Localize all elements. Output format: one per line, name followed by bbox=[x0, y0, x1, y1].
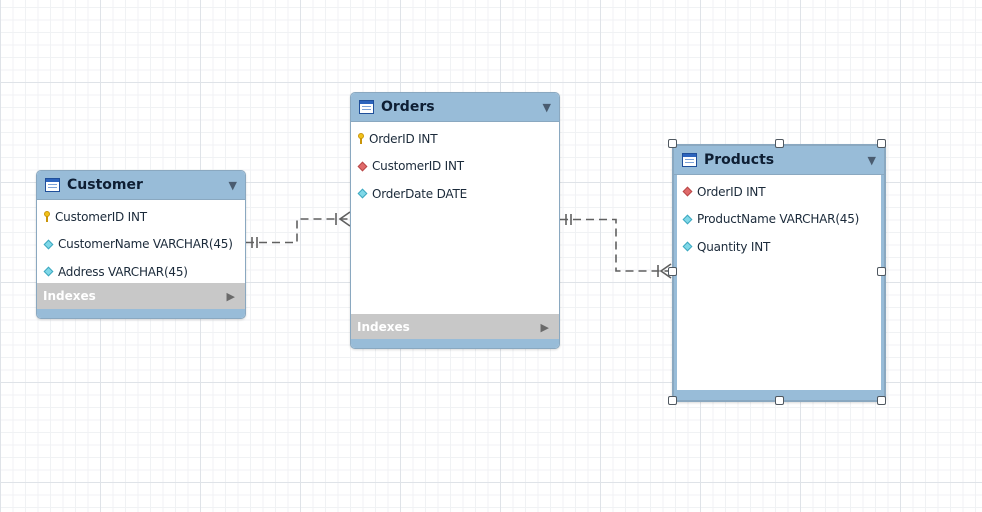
resize-handle-left[interactable] bbox=[668, 267, 677, 276]
relationship-line bbox=[246, 218, 350, 244]
column-list: OrderID INT CustomerID INT OrderDate DAT… bbox=[351, 122, 559, 208]
key-icon bbox=[43, 210, 51, 224]
relationship-line bbox=[560, 218, 671, 272]
cyan-diamond-icon bbox=[43, 266, 54, 277]
table-products[interactable]: Products ▼ OrderID INT ProductName VARCH… bbox=[672, 144, 886, 402]
column-row[interactable]: CustomerID INT bbox=[37, 203, 245, 231]
table-orders[interactable]: Orders ▼ OrderID INT CustomerID INT Orde… bbox=[350, 92, 560, 349]
red-diamond-icon bbox=[357, 161, 368, 172]
column-label: OrderID INT bbox=[369, 131, 438, 146]
table-customer[interactable]: Customer ▼ CustomerID INT CustomerName V… bbox=[36, 170, 246, 319]
cardinality-many-mark bbox=[335, 211, 351, 227]
table-footer bbox=[37, 309, 245, 318]
column-row[interactable]: OrderID INT bbox=[351, 125, 559, 153]
resize-handle-right[interactable] bbox=[877, 267, 886, 276]
resize-handle-top-right[interactable] bbox=[877, 139, 886, 148]
column-label: ProductName VARCHAR(45) bbox=[697, 212, 860, 227]
column-label: Address VARCHAR(45) bbox=[58, 264, 188, 279]
table-icon bbox=[682, 153, 697, 167]
indexes-section[interactable]: Indexes ▶ bbox=[351, 314, 559, 340]
relationship-orders-products[interactable] bbox=[560, 214, 672, 279]
triangle-down-icon[interactable]: ▼ bbox=[228, 178, 237, 192]
cyan-diamond-icon bbox=[682, 241, 693, 252]
indexes-label: Indexes bbox=[43, 289, 96, 303]
column-label: CustomerID INT bbox=[372, 159, 464, 174]
column-label: CustomerName VARCHAR(45) bbox=[58, 237, 233, 252]
cardinality-one-mark bbox=[565, 214, 572, 225]
cardinality-many-mark bbox=[657, 263, 672, 279]
triangle-down-icon[interactable]: ▼ bbox=[867, 153, 876, 167]
table-title: Products bbox=[704, 152, 775, 168]
indexes-section[interactable]: Indexes ▶ bbox=[37, 283, 245, 309]
resize-handle-top[interactable] bbox=[775, 139, 784, 148]
table-header[interactable]: Customer ▼ bbox=[37, 171, 245, 200]
triangle-right-icon[interactable]: ▶ bbox=[226, 289, 235, 303]
column-list: CustomerID INT CustomerName VARCHAR(45) … bbox=[37, 200, 245, 286]
column-row[interactable]: Address VARCHAR(45) bbox=[37, 258, 245, 286]
table-icon bbox=[45, 178, 60, 192]
resize-handle-top-left[interactable] bbox=[668, 139, 677, 148]
relationship-customer-orders[interactable] bbox=[246, 211, 351, 248]
cyan-diamond-icon bbox=[43, 239, 54, 250]
red-diamond-icon bbox=[682, 186, 693, 197]
column-row[interactable]: OrderID INT bbox=[676, 178, 884, 206]
cyan-diamond-icon bbox=[682, 214, 693, 225]
selection-frame-left bbox=[674, 175, 677, 390]
triangle-down-icon[interactable]: ▼ bbox=[542, 100, 551, 114]
column-row[interactable]: ProductName VARCHAR(45) bbox=[676, 206, 884, 234]
resize-handle-bottom-left[interactable] bbox=[668, 396, 677, 405]
column-row[interactable]: CustomerID INT bbox=[351, 153, 559, 181]
selection-frame-right bbox=[881, 175, 884, 390]
column-row[interactable]: OrderDate DATE bbox=[351, 180, 559, 208]
column-label: OrderID INT bbox=[697, 184, 766, 199]
column-label: Quantity INT bbox=[697, 239, 771, 254]
table-title: Orders bbox=[381, 99, 435, 115]
indexes-label: Indexes bbox=[357, 320, 410, 334]
key-icon bbox=[357, 132, 365, 146]
cyan-diamond-icon bbox=[357, 188, 368, 199]
column-row[interactable]: CustomerName VARCHAR(45) bbox=[37, 231, 245, 259]
column-label: CustomerID INT bbox=[55, 209, 147, 224]
resize-handle-bottom-right[interactable] bbox=[877, 396, 886, 405]
table-header[interactable]: Orders ▼ bbox=[351, 93, 559, 122]
table-header[interactable]: Products ▼ bbox=[674, 146, 884, 175]
cardinality-one-mark bbox=[251, 237, 258, 248]
triangle-right-icon[interactable]: ▶ bbox=[540, 320, 549, 334]
column-row[interactable]: Quantity INT bbox=[676, 233, 884, 261]
table-footer bbox=[674, 390, 884, 400]
column-list: OrderID INT ProductName VARCHAR(45) Quan… bbox=[674, 175, 884, 261]
table-icon bbox=[359, 100, 374, 114]
column-label: OrderDate DATE bbox=[372, 186, 468, 201]
table-footer bbox=[351, 339, 559, 348]
resize-handle-bottom[interactable] bbox=[775, 396, 784, 405]
table-title: Customer bbox=[67, 177, 143, 193]
